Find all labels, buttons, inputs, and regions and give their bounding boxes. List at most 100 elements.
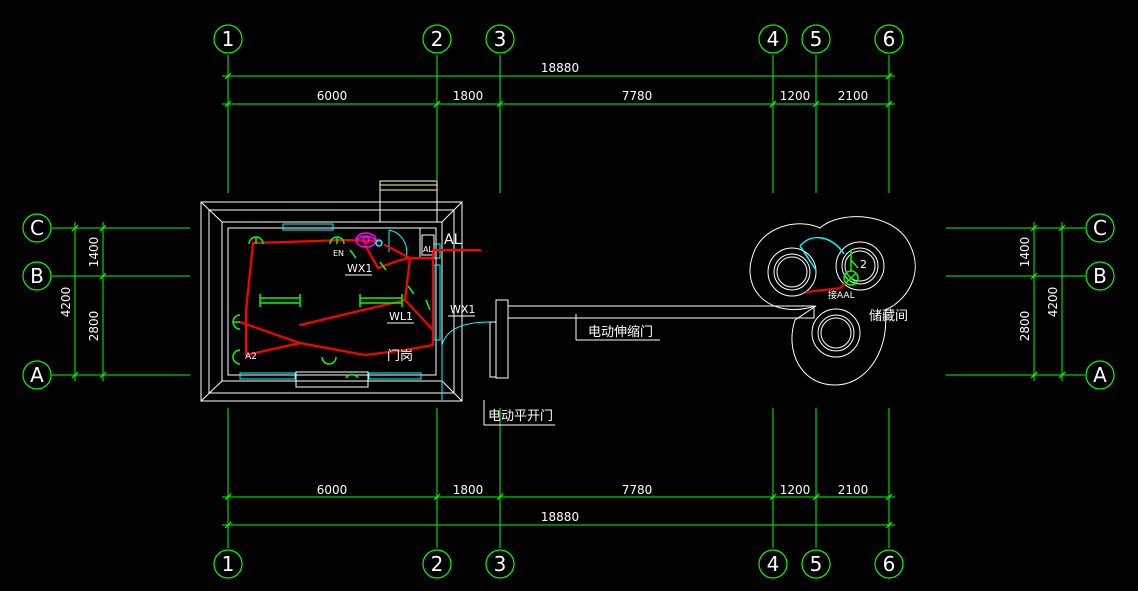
- dimension-tick: [496, 100, 504, 108]
- axis-bubble-circle: [801, 24, 831, 54]
- storage-cylinder-right-inner: [841, 247, 879, 285]
- socket-bottom-right: [345, 373, 359, 379]
- dimension-tick: [224, 100, 232, 108]
- circuit-number-label: 2: [860, 258, 867, 271]
- axis-bubble-label: 5: [810, 552, 823, 576]
- dimension-tick: [1030, 224, 1038, 232]
- dimension-tick: [1058, 224, 1066, 232]
- guard-room-label: 门岗: [387, 349, 413, 364]
- window-bottom-right: [368, 372, 422, 380]
- annex-box: [379, 180, 438, 223]
- axis-bubble-bottom-5: 5: [801, 549, 831, 579]
- dim-total-bottom: 18880: [541, 510, 579, 524]
- telescopic-gate-label: 电动伸缩门: [588, 324, 653, 340]
- panel-al-label: AL: [444, 232, 462, 248]
- dimension-tick: [885, 72, 893, 80]
- wx1-outer-label: WX1: [450, 303, 475, 316]
- storage-light-fixture: [843, 250, 859, 286]
- storage-cylinder-left-inner: [773, 253, 811, 291]
- dimension-tick: [885, 493, 893, 501]
- axis-bubble-top-5: 5: [801, 24, 831, 54]
- axis-bubble-top-1: 1: [213, 24, 243, 54]
- axis-bubble-left-B: B: [22, 261, 52, 291]
- sliding-gate-label: 电动平开门: [488, 409, 553, 424]
- dim-span-top-1: 6000: [317, 89, 348, 103]
- axis-bubble-circle: [801, 549, 831, 579]
- dim-span-top-5: 2100: [838, 89, 869, 103]
- storage-cylinder-bottom-outer: [811, 308, 861, 358]
- wx1-inner-label: WX1: [347, 262, 372, 275]
- dimension-lines: [74, 75, 1063, 526]
- axis-bubble-label: C: [30, 216, 44, 240]
- axis-bubble-right-C: C: [1085, 213, 1115, 243]
- axis-bubble-label: 3: [494, 552, 507, 576]
- storage-door-swing: [799, 236, 845, 255]
- axis-bubble-circle: [758, 549, 788, 579]
- dimension-tick: [496, 493, 504, 501]
- dimension-tick: [812, 493, 820, 501]
- wall-inner-outline: [227, 227, 437, 376]
- dim-total-right: 4200: [1046, 287, 1060, 318]
- guard-house: 门岗 AL AL A2 EN WX1 WL1 WX1: [200, 180, 491, 402]
- window-top: [282, 223, 334, 231]
- dim-span-top-2: 1800: [453, 89, 484, 103]
- window-bottom-left: [239, 372, 296, 380]
- ceiling-fan-device: [355, 232, 377, 248]
- service-counter: [295, 371, 369, 388]
- axis-bubble-label: 4: [767, 27, 780, 51]
- axis-bubble-left-A: A: [22, 360, 52, 390]
- axis-bubbles-left: CB A: [22, 213, 52, 390]
- axis-bubble-top-4: 4: [758, 24, 788, 54]
- axis-bubble-label: A: [1093, 363, 1107, 387]
- axis-bubbles-right: CB A: [1085, 213, 1115, 390]
- storage-cylinder-right-outer: [835, 241, 885, 291]
- axis-bubble-label: 1: [222, 552, 235, 576]
- light-fixtures: [232, 236, 431, 379]
- axis-bubble-circle: [22, 360, 52, 390]
- roof-inner-outline: [208, 209, 455, 394]
- dimension-tick: [885, 100, 893, 108]
- storage-structure: [749, 216, 916, 386]
- axis-bubble-circle: [213, 549, 243, 579]
- dimension-tick: [224, 72, 232, 80]
- dim-span-left-2: 2800: [87, 311, 101, 342]
- dimension-tick: [71, 224, 79, 232]
- storage-cylinder-bottom-inner: [817, 314, 855, 352]
- axis-bubble-top-6: 6: [874, 24, 904, 54]
- fluorescent-light-2: [359, 294, 403, 307]
- axis-bubble-circle: [422, 24, 452, 54]
- axis-bubble-bottom-2: 2: [422, 549, 452, 579]
- fluorescent-light-1: [259, 294, 301, 307]
- axis-bubble-circle: [485, 549, 515, 579]
- storage-cylinder-left-outer: [767, 247, 817, 297]
- axis-bubble-circle: [22, 261, 52, 291]
- axis-grid-lines: [52, 55, 1085, 548]
- dimension-tick: [812, 100, 820, 108]
- dimension-tick-marks: [71, 72, 1066, 529]
- axis-bubble-right-B: B: [1085, 261, 1115, 291]
- dim-total-top: 18880: [541, 61, 579, 75]
- axis-bubble-circle: [1085, 261, 1115, 291]
- dimension-tick: [433, 493, 441, 501]
- dimension-tick: [1058, 371, 1066, 379]
- axis-bubble-left-C: C: [22, 213, 52, 243]
- dimension-tick: [433, 100, 441, 108]
- axis-bubble-label: 6: [883, 552, 896, 576]
- axis-bubble-label: 3: [494, 27, 507, 51]
- axis-bubble-circle: [874, 549, 904, 579]
- socket-bottom: [321, 356, 337, 365]
- axis-bubble-circle: [213, 24, 243, 54]
- storage-room-label: 储藏间: [869, 309, 908, 324]
- dim-span-bottom-2: 1800: [453, 483, 484, 497]
- dimension-tick: [769, 493, 777, 501]
- axis-bubble-label: C: [1093, 216, 1107, 240]
- axis-bubble-circle: [22, 213, 52, 243]
- axis-bubble-circle: [1085, 213, 1115, 243]
- gates: [483, 299, 815, 426]
- axis-bubble-bottom-4: 4: [758, 549, 788, 579]
- dimension-tick: [224, 521, 232, 529]
- axis-bubble-circle: [874, 24, 904, 54]
